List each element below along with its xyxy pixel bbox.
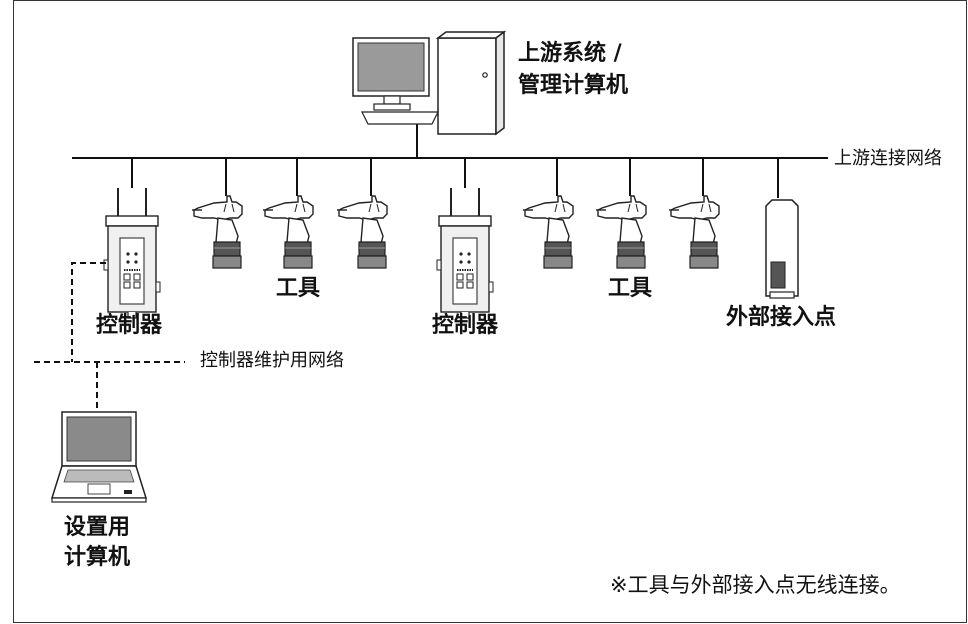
setup-pc-label-line1: 设置用 — [64, 515, 131, 540]
controller-icon — [436, 187, 494, 319]
access-point-icon — [765, 199, 799, 299]
host-label-line1: 上游系统 / — [518, 41, 622, 66]
footnote: ※工具与外部接入点无线连接。 — [610, 573, 901, 597]
controller-icon — [103, 187, 161, 319]
maintenance-network-line — [34, 262, 185, 410]
setup-pc-label-line2: 计算机 — [64, 545, 131, 570]
upstream-network-label: 上游连接网络 — [834, 148, 942, 169]
network-drops — [131, 158, 779, 198]
cordless-tool-icon — [595, 195, 647, 269]
cordless-tool-icon — [522, 195, 574, 269]
host-label-line2: 管理计算机 — [518, 73, 629, 98]
desktop-computer-icon — [352, 30, 507, 136]
controller-right-label: 控制器 — [432, 313, 499, 338]
cordless-tool-icon — [336, 195, 388, 269]
cordless-tool-icon — [191, 195, 243, 269]
tools-left-label: 工具 — [276, 276, 321, 301]
tools-right-label: 工具 — [608, 276, 653, 301]
cordless-tool-icon — [262, 195, 314, 269]
maintenance-network-label: 控制器维护用网络 — [200, 350, 344, 371]
controller-left-label: 控制器 — [96, 313, 163, 338]
diagram-frame — [13, 0, 967, 623]
cordless-tool-icon — [668, 195, 720, 269]
laptop-icon — [50, 411, 148, 503]
external-access-point-label: 外部接入点 — [726, 305, 837, 330]
